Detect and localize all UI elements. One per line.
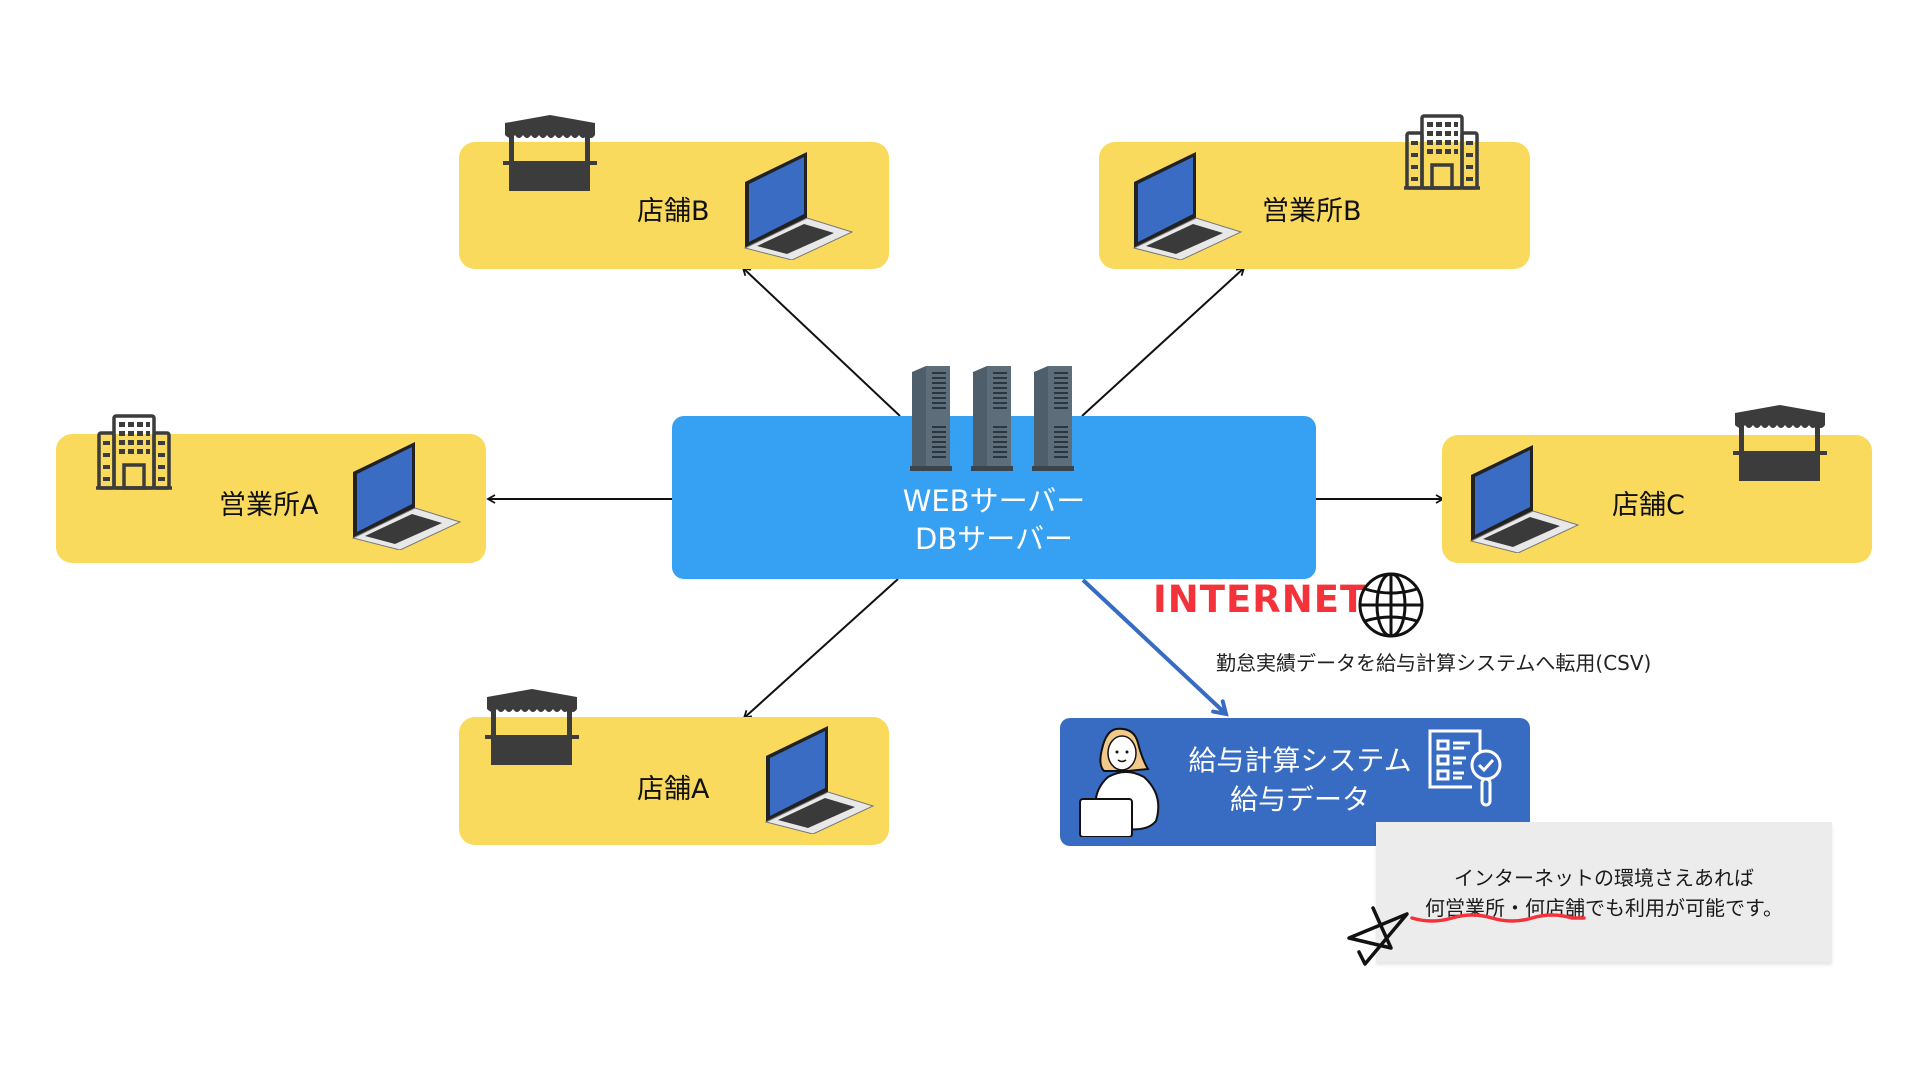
node-label: 営業所A <box>219 490 319 521</box>
market-stall-icon <box>1733 405 1827 481</box>
connector-to-store-a <box>742 578 899 720</box>
connector-to-store-b <box>741 266 901 417</box>
node-label: 店舗B <box>637 196 710 227</box>
note-line-1: インターネットの環境さえあれば <box>1454 866 1754 890</box>
server-rack-icon <box>910 366 1074 471</box>
connector-to-office-b <box>1081 266 1246 417</box>
node-label: 営業所B <box>1262 196 1362 227</box>
person-with-laptop-icon <box>1079 727 1160 837</box>
checklist-search-icon <box>1428 729 1502 807</box>
market-stall-icon <box>485 689 579 765</box>
node-label: 店舗C <box>1612 490 1685 521</box>
star-doodle-icon <box>1347 906 1409 966</box>
laptop-icon <box>764 726 875 834</box>
server-label-db: DBサーバー <box>915 522 1073 556</box>
node-label: 店舗A <box>637 774 710 805</box>
internet-label: INTERNET <box>1153 578 1367 621</box>
payroll-system-title: 給与計算システム <box>1188 744 1412 777</box>
laptop-icon <box>743 152 854 260</box>
market-stall-icon <box>503 115 597 191</box>
laptop-icon <box>1132 152 1243 260</box>
globe-icon <box>1358 572 1424 638</box>
office-building-icon <box>96 414 172 490</box>
server-label-web: WEBサーバー <box>902 484 1086 518</box>
laptop-icon <box>1469 445 1580 553</box>
payroll-data-label: 給与データ <box>1229 783 1370 816</box>
csv-transfer-caption: 勤怠実績データを給与計算システムへ転用(CSV) <box>1216 651 1652 675</box>
red-wavy-underline <box>1410 913 1586 923</box>
office-building-icon <box>1404 114 1480 190</box>
laptop-icon <box>351 442 462 550</box>
data-flow-arrow <box>1081 578 1229 717</box>
sticky-note <box>1376 822 1832 962</box>
